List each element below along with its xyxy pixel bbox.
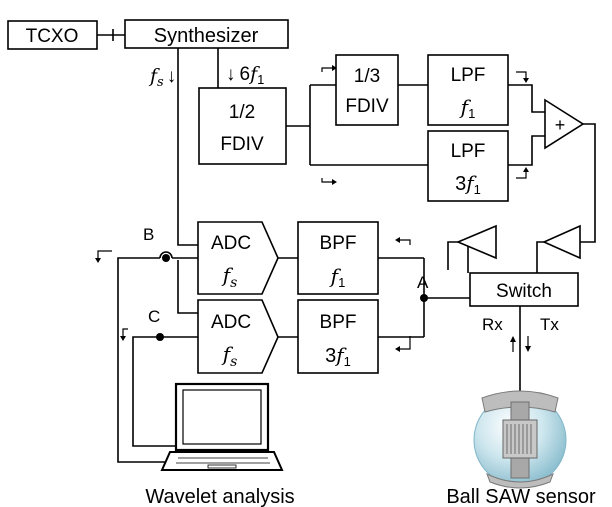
- bpf-3f1-block: BPF 3f1: [297, 299, 379, 374]
- rx-label: Rx: [482, 315, 503, 334]
- svg-text:Synthesizer: Synthesizer: [154, 25, 259, 47]
- svg-text:FDIV: FDIV: [220, 134, 264, 155]
- svg-text:BPF: BPF: [320, 233, 357, 254]
- node-c-dot: [156, 333, 164, 341]
- node-c-label: C: [148, 307, 160, 326]
- amplifier-icon: [542, 224, 581, 260]
- svg-text:FDIV: FDIV: [345, 96, 389, 117]
- svg-text:BPF: BPF: [320, 312, 357, 333]
- third-fdiv-block: 1/3 FDIV: [335, 54, 399, 126]
- flow-arrows: [95, 65, 529, 352]
- six-f1-signal-label: ↓6f1: [226, 63, 264, 87]
- fs-signal-label: fs↓: [148, 65, 176, 90]
- node-b-label: B: [143, 225, 154, 244]
- node-a-label: A: [417, 273, 429, 292]
- adc-1-block: ADC fs: [197, 221, 279, 295]
- svg-text:ADC: ADC: [211, 312, 251, 333]
- switch-block: Switch: [469, 272, 579, 307]
- tx-label: Tx: [540, 315, 559, 334]
- lpf-3f1-block: LPF 3f1: [427, 130, 509, 202]
- synthesizer-block: Synthesizer: [124, 19, 289, 49]
- svg-text:LPF: LPF: [451, 141, 486, 162]
- svg-text:1/2: 1/2: [229, 102, 255, 123]
- svg-text:Switch: Switch: [496, 281, 552, 302]
- ball-saw-sensor-caption: Ball SAW sensor: [446, 486, 596, 507]
- ball-saw-sensor-icon: [473, 390, 567, 489]
- wavelet-analysis-caption: Wavelet analysis: [145, 486, 294, 507]
- svg-text:1/3: 1/3: [354, 66, 380, 87]
- svg-text:+: +: [555, 115, 566, 135]
- half-fdiv-block: 1/2 FDIV: [198, 87, 287, 165]
- bpf-f1-block: BPF f1: [297, 221, 379, 295]
- svg-text:TCXO: TCXO: [26, 26, 79, 47]
- amplifier-icon: [455, 224, 497, 260]
- laptop-icon: [160, 382, 284, 471]
- adc-2-block: ADC fs: [197, 299, 279, 374]
- node-b-dot: [162, 254, 170, 262]
- wires: [97, 29, 596, 463]
- svg-text:ADC: ADC: [211, 233, 251, 254]
- node-a-dot: [420, 294, 428, 302]
- tcxo-block: TCXO: [7, 20, 98, 50]
- lpf-f1-block: LPF f1: [427, 54, 509, 126]
- svg-text:LPF: LPF: [451, 65, 486, 86]
- adder-icon: +: [544, 98, 585, 150]
